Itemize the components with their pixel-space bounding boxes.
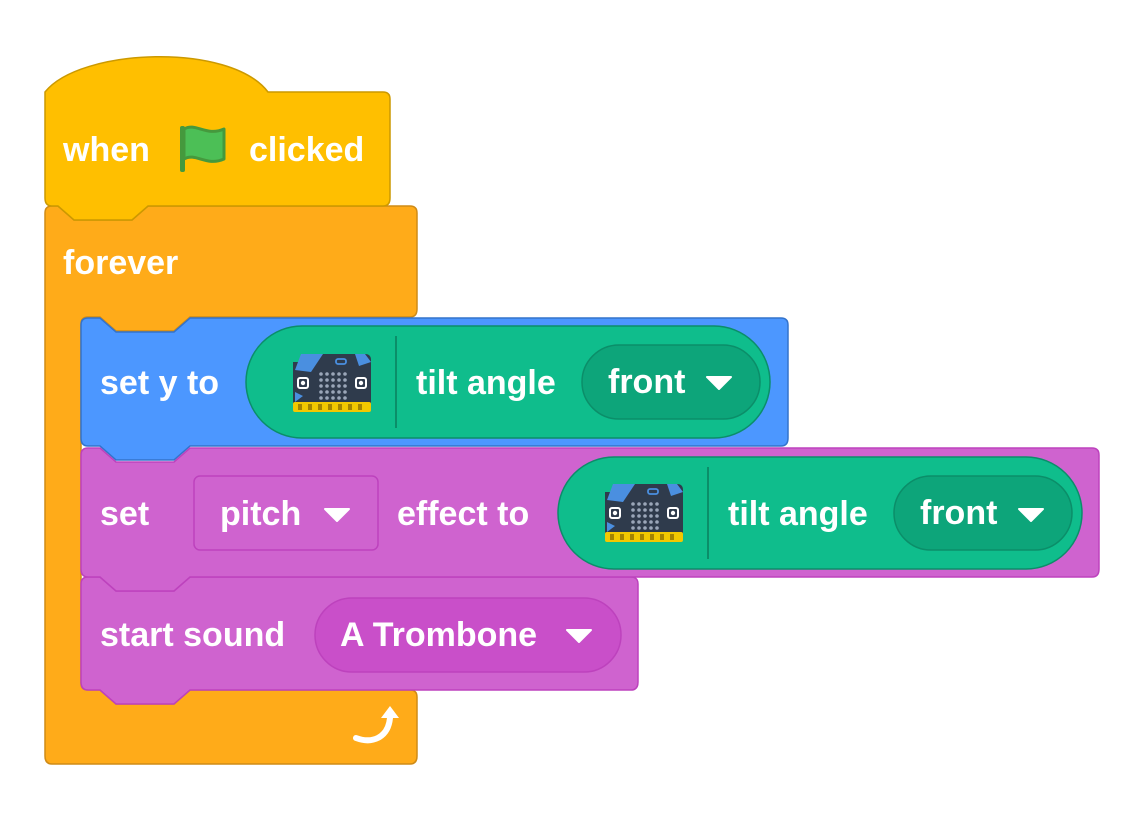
dropdown-arrow-icon [324, 508, 350, 522]
dropdown-arrow-icon [706, 376, 732, 390]
forever-label: forever [63, 244, 179, 282]
set-label: set [100, 495, 150, 533]
green-flag-icon [180, 125, 226, 172]
loop-arrow-icon [353, 706, 399, 744]
front-dropdown-2[interactable] [893, 475, 1073, 551]
front-value: front [920, 494, 998, 532]
when-label: when [63, 131, 150, 169]
effect-to-label: effect to [397, 495, 530, 533]
microbit-icon [604, 483, 684, 543]
sound-dropdown[interactable] [314, 597, 622, 673]
pitch-dropdown[interactable] [193, 475, 379, 551]
set-y-to-label: set y to [100, 364, 220, 402]
tilt-angle-label: tilt angle [728, 495, 868, 533]
pitch-value: pitch [220, 495, 302, 533]
sound-value: A Trombone [340, 616, 538, 654]
start-sound-label: start sound [100, 616, 286, 654]
front-dropdown-1[interactable] [581, 344, 761, 420]
clicked-label: clicked [249, 131, 365, 169]
dropdown-arrow-icon [566, 629, 592, 643]
tilt-angle-label: tilt angle [416, 364, 556, 402]
dropdown-arrow-icon [1018, 508, 1044, 522]
front-value: front [608, 363, 686, 401]
microbit-icon [292, 353, 372, 413]
